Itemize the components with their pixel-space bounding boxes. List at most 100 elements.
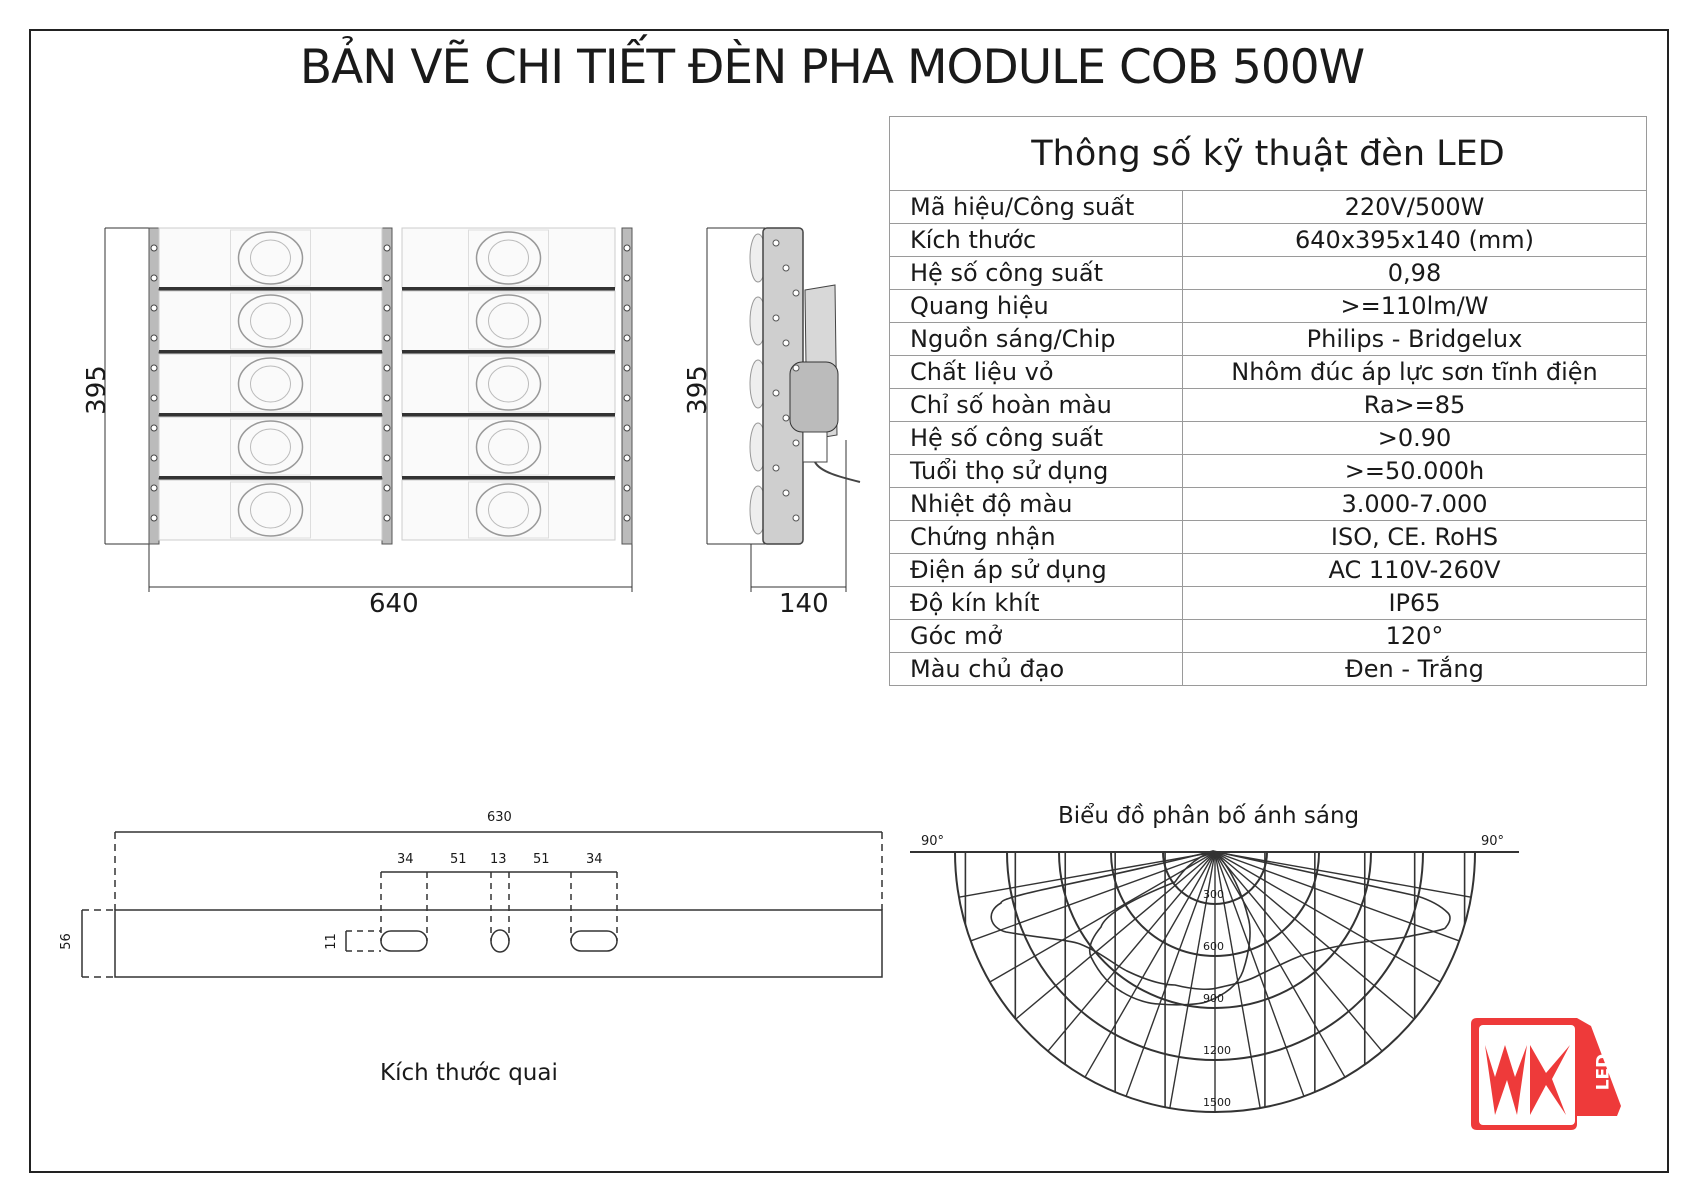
spec-row: Quang hiệu>=110lm/W xyxy=(889,289,1647,323)
housing-hole xyxy=(792,289,800,297)
spec-label: Kích thước xyxy=(889,223,1183,257)
cob-chip xyxy=(250,428,291,466)
spec-value: >=110lm/W xyxy=(1182,289,1647,323)
module-plate xyxy=(468,229,549,287)
spec-value: 3.000-7.000 xyxy=(1182,487,1647,521)
polar-diagram xyxy=(910,850,1519,1113)
rail-bolt xyxy=(150,484,158,492)
spacing-label: 51 xyxy=(533,852,550,867)
bracket-length-label: 630 xyxy=(487,810,512,825)
cob-chip xyxy=(488,428,529,466)
cob-chip xyxy=(488,239,529,277)
cob-chip xyxy=(250,491,291,529)
housing-hole xyxy=(782,489,790,497)
cob-chip xyxy=(250,302,291,340)
power-cable xyxy=(814,461,861,483)
spacing-label: 13 xyxy=(490,852,507,867)
spec-value: Đen - Trắng xyxy=(1182,652,1647,686)
spec-label: Hệ số công suất xyxy=(889,256,1183,290)
spec-label: Hệ số công suất xyxy=(889,421,1183,455)
rail-bolt xyxy=(623,274,631,282)
side-rail xyxy=(621,227,633,545)
polar-spoke xyxy=(1214,851,1472,898)
slot-left xyxy=(380,930,428,952)
cob-lens xyxy=(475,231,542,285)
logo-led-text: LED xyxy=(1593,1053,1614,1091)
spec-value: ISO, CE. RoHS xyxy=(1182,520,1647,554)
module-plate xyxy=(230,355,311,413)
rail-bolt xyxy=(623,304,631,312)
housing-hole xyxy=(782,339,790,347)
rail-bolt xyxy=(383,484,391,492)
page-title: BẢN VẼ CHI TIẾT ĐÈN PHA MODULE COB 500W xyxy=(299,40,1365,95)
led-module xyxy=(158,290,383,352)
housing-hole xyxy=(792,364,800,372)
bracket-caption: Kích thước quai xyxy=(380,1060,558,1086)
heatsink-gap xyxy=(159,413,382,417)
spec-row: Tuổi thọ sử dụng>=50.000h xyxy=(889,454,1647,488)
polar-spoke xyxy=(989,851,1216,983)
led-module xyxy=(401,416,616,478)
polar-spoke xyxy=(1084,851,1216,1078)
module-plate xyxy=(468,481,549,539)
rail-bolt xyxy=(383,244,391,252)
cob-lens xyxy=(475,420,542,474)
rail-bolt xyxy=(623,364,631,372)
led-module xyxy=(401,353,616,415)
spec-label: Màu chủ đạo xyxy=(889,652,1183,686)
polar-left-angle: 90° xyxy=(921,834,945,849)
spec-label: Góc mở xyxy=(889,619,1183,653)
module-plate xyxy=(230,481,311,539)
polar-ring-label: 1500 xyxy=(1203,1096,1231,1109)
rail-bolt xyxy=(623,424,631,432)
led-module xyxy=(158,416,383,478)
rail-bolt xyxy=(383,454,391,462)
rail-bolt xyxy=(623,514,631,522)
rail-bolt xyxy=(150,454,158,462)
rail-bolt xyxy=(150,394,158,402)
spec-label: Chất liệu vỏ xyxy=(889,355,1183,389)
polar-right-angle: 90° xyxy=(1481,834,1505,849)
spec-value: Nhôm đúc áp lực sơn tĩnh điện xyxy=(1182,355,1647,389)
module-plate xyxy=(468,292,549,350)
heatsink-gap xyxy=(402,413,615,417)
polar-spoke xyxy=(958,851,1216,898)
front-height-label: 395 xyxy=(81,365,112,415)
spec-value: 640x395x140 (mm) xyxy=(1182,223,1647,257)
rail-bolt xyxy=(383,304,391,312)
housing-hole xyxy=(772,464,780,472)
polar-ring-label: 1200 xyxy=(1203,1044,1231,1057)
slot-right xyxy=(570,930,618,952)
rail-bolt xyxy=(150,244,158,252)
spec-value: Ra>=85 xyxy=(1182,388,1647,422)
spec-value: Philips - Bridgelux xyxy=(1182,322,1647,356)
cob-chip xyxy=(488,491,529,529)
heatsink-gap xyxy=(159,287,382,291)
rail-bolt xyxy=(383,424,391,432)
drawing-frame xyxy=(29,29,1669,1173)
slot-center xyxy=(490,929,510,953)
led-module xyxy=(158,227,383,289)
polar-spoke xyxy=(1214,851,1460,942)
side-view-drawing xyxy=(706,227,861,592)
module-plate xyxy=(230,292,311,350)
housing-hole xyxy=(792,439,800,447)
cob-lens xyxy=(237,483,304,537)
spec-label: Điện áp sử dụng xyxy=(889,553,1183,587)
module-plate xyxy=(468,418,549,476)
cob-lens xyxy=(237,357,304,411)
rail-bolt xyxy=(623,244,631,252)
spec-value: AC 110V-260V xyxy=(1182,553,1647,587)
spec-label: Quang hiệu xyxy=(889,289,1183,323)
spec-label: Độ kín khít xyxy=(889,586,1183,620)
heatsink-gap xyxy=(402,476,615,480)
